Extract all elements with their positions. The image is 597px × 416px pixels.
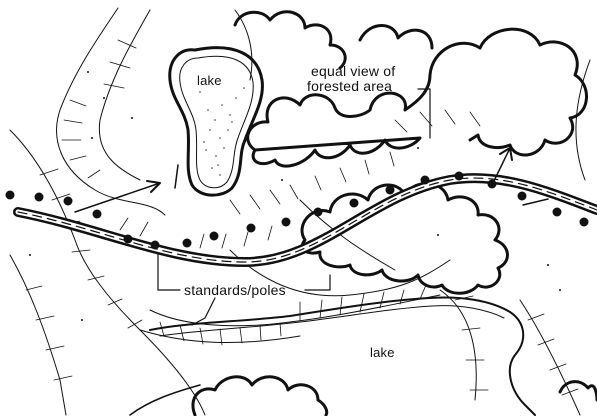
lake-bottom-left-bank: [130, 385, 200, 415]
lake-bottom-shoreline: [150, 298, 535, 415]
forest-upper-right-lobes: [360, 26, 432, 49]
lake-bottom-label: lake: [370, 345, 395, 360]
lake-top-stipple: [199, 87, 245, 176]
forest-bottom-right-outline: [560, 382, 597, 400]
lake-top-label: lake: [197, 73, 222, 88]
forest-upper-outline: [248, 29, 587, 166]
poles-label: standards/poles: [184, 283, 286, 298]
forest-bottom-outline: [193, 377, 327, 415]
view-label-line2: forested area: [307, 79, 392, 94]
road: [18, 178, 597, 262]
view-label-line1: equal view of: [311, 64, 395, 79]
